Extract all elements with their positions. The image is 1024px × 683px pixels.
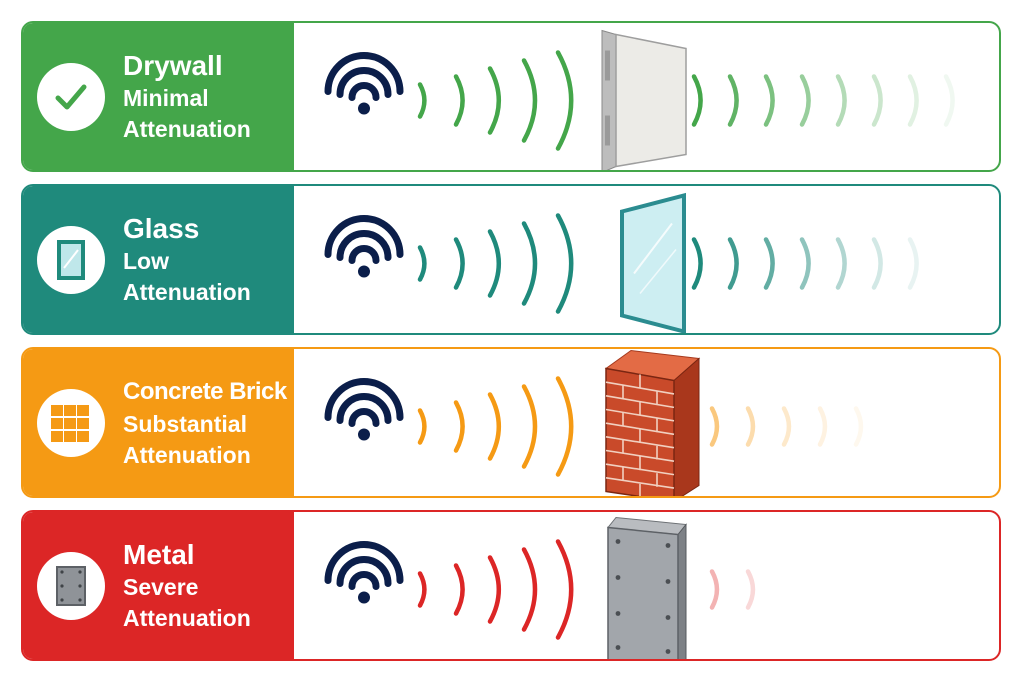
pass-through-wave (799, 237, 811, 290)
pass-through-wave (763, 74, 775, 127)
attenuation-level: Severe (123, 573, 199, 600)
pass-through-wave (745, 406, 756, 447)
pass-through-wave (709, 569, 720, 610)
incoming-wave (487, 555, 501, 624)
pass-through-wave (835, 237, 847, 290)
signal-scene (294, 349, 999, 496)
signal-scene (294, 23, 999, 170)
incoming-wave (555, 376, 574, 477)
incoming-wave (555, 213, 574, 314)
pass-through-wave (799, 74, 811, 127)
signal-scene (294, 512, 999, 659)
incoming-wave (453, 563, 465, 616)
incoming-wave (521, 58, 538, 143)
pass-through-wave (781, 406, 792, 447)
incoming-wave (417, 82, 427, 119)
signal-scene (294, 186, 999, 333)
incoming-wave (453, 74, 465, 127)
material-title: Metal (123, 538, 195, 570)
incoming-wave (487, 229, 501, 298)
incoming-wave (417, 571, 427, 608)
wifi-icon (324, 378, 404, 441)
pass-through-wave (817, 406, 828, 447)
pass-through-wave (727, 237, 739, 290)
material-title: Drywall (123, 49, 223, 81)
material-badge (37, 62, 105, 131)
pass-through-wave (763, 237, 775, 290)
drywall-panel-icon (601, 29, 687, 170)
wifi-icon (324, 52, 404, 115)
incoming-wave (417, 408, 427, 445)
material-badge (37, 388, 105, 457)
pass-through-wave (691, 74, 703, 127)
material-title: Glass (123, 212, 200, 244)
brick-wall-icon (604, 349, 701, 496)
pass-through-wave (907, 237, 919, 290)
attenuation-level: Minimal (123, 84, 209, 111)
attenuation-level: Substantial (123, 410, 247, 437)
incoming-wave (487, 66, 501, 135)
pass-through-wave (709, 406, 720, 447)
material-badge (37, 551, 105, 620)
incoming-wave (555, 50, 574, 151)
material-badge (37, 225, 105, 294)
check-icon (55, 84, 87, 109)
incoming-wave (453, 237, 465, 290)
pass-through-wave (943, 74, 955, 127)
incoming-wave (453, 400, 465, 453)
metal-plate-icon (56, 565, 86, 606)
pass-through-wave (871, 237, 883, 290)
brick-icon (51, 404, 89, 442)
attenuation-word: Attenuation (123, 115, 251, 142)
pass-through-wave (907, 74, 919, 127)
pass-through-wave (727, 74, 739, 127)
incoming-wave (487, 392, 501, 461)
pass-through-wave (853, 406, 864, 447)
pass-through-wave (871, 74, 883, 127)
incoming-wave (521, 384, 538, 469)
attenuation-word: Attenuation (123, 604, 251, 631)
incoming-wave (417, 245, 427, 282)
incoming-wave (555, 539, 574, 640)
glass-pane-icon (57, 239, 85, 280)
pass-through-wave (691, 237, 703, 290)
wifi-icon (324, 215, 404, 278)
incoming-wave (521, 221, 538, 306)
attenuation-word: Attenuation (123, 278, 251, 305)
metal-plate-icon (607, 516, 687, 659)
glass-pane-icon (620, 192, 686, 333)
attenuation-word: Attenuation (123, 441, 251, 468)
wifi-icon (324, 541, 404, 604)
material-title: Concrete Brick (123, 377, 287, 405)
pass-through-wave (745, 569, 756, 610)
pass-through-wave (835, 74, 847, 127)
attenuation-level: Low (123, 247, 169, 274)
incoming-wave (521, 547, 538, 632)
